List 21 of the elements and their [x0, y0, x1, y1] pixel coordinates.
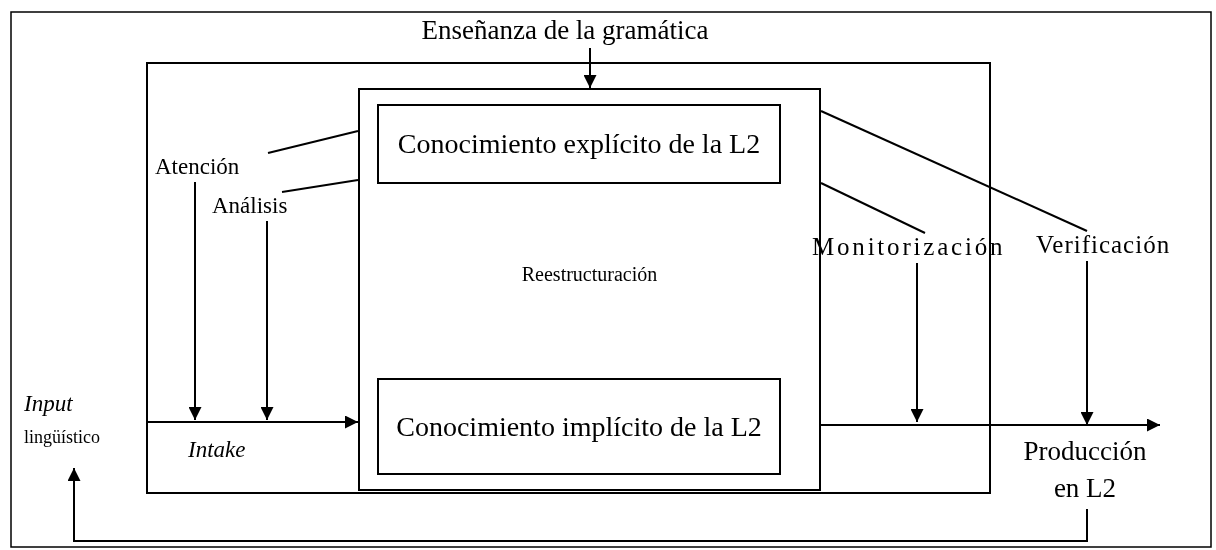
connector-line — [281, 179, 359, 193]
arrow — [583, 47, 597, 89]
input-label: Input lingüístico — [24, 392, 146, 468]
arrow — [67, 467, 1088, 542]
heading-label: Enseñanza de la gramática — [420, 16, 710, 48]
arrow — [820, 418, 1161, 432]
arrow — [910, 262, 924, 423]
output-label: Producción en L2 — [1010, 425, 1160, 509]
arrow — [260, 220, 274, 421]
process-label: Verificación — [1036, 231, 1208, 261]
knowledge-box: Conocimiento implícito de la L2 — [377, 378, 781, 475]
process-label: Reestructuración — [520, 262, 659, 286]
knowledge-box: Conocimiento explícito de la L2 — [377, 104, 781, 184]
process-label: Análisis — [212, 192, 322, 221]
arrow — [1080, 260, 1094, 426]
arrow — [188, 181, 202, 421]
process-label: Atención — [155, 153, 277, 182]
connector-line — [820, 182, 926, 234]
connector-line — [267, 130, 359, 154]
arrow — [145, 415, 359, 429]
connector-line — [820, 110, 1088, 232]
